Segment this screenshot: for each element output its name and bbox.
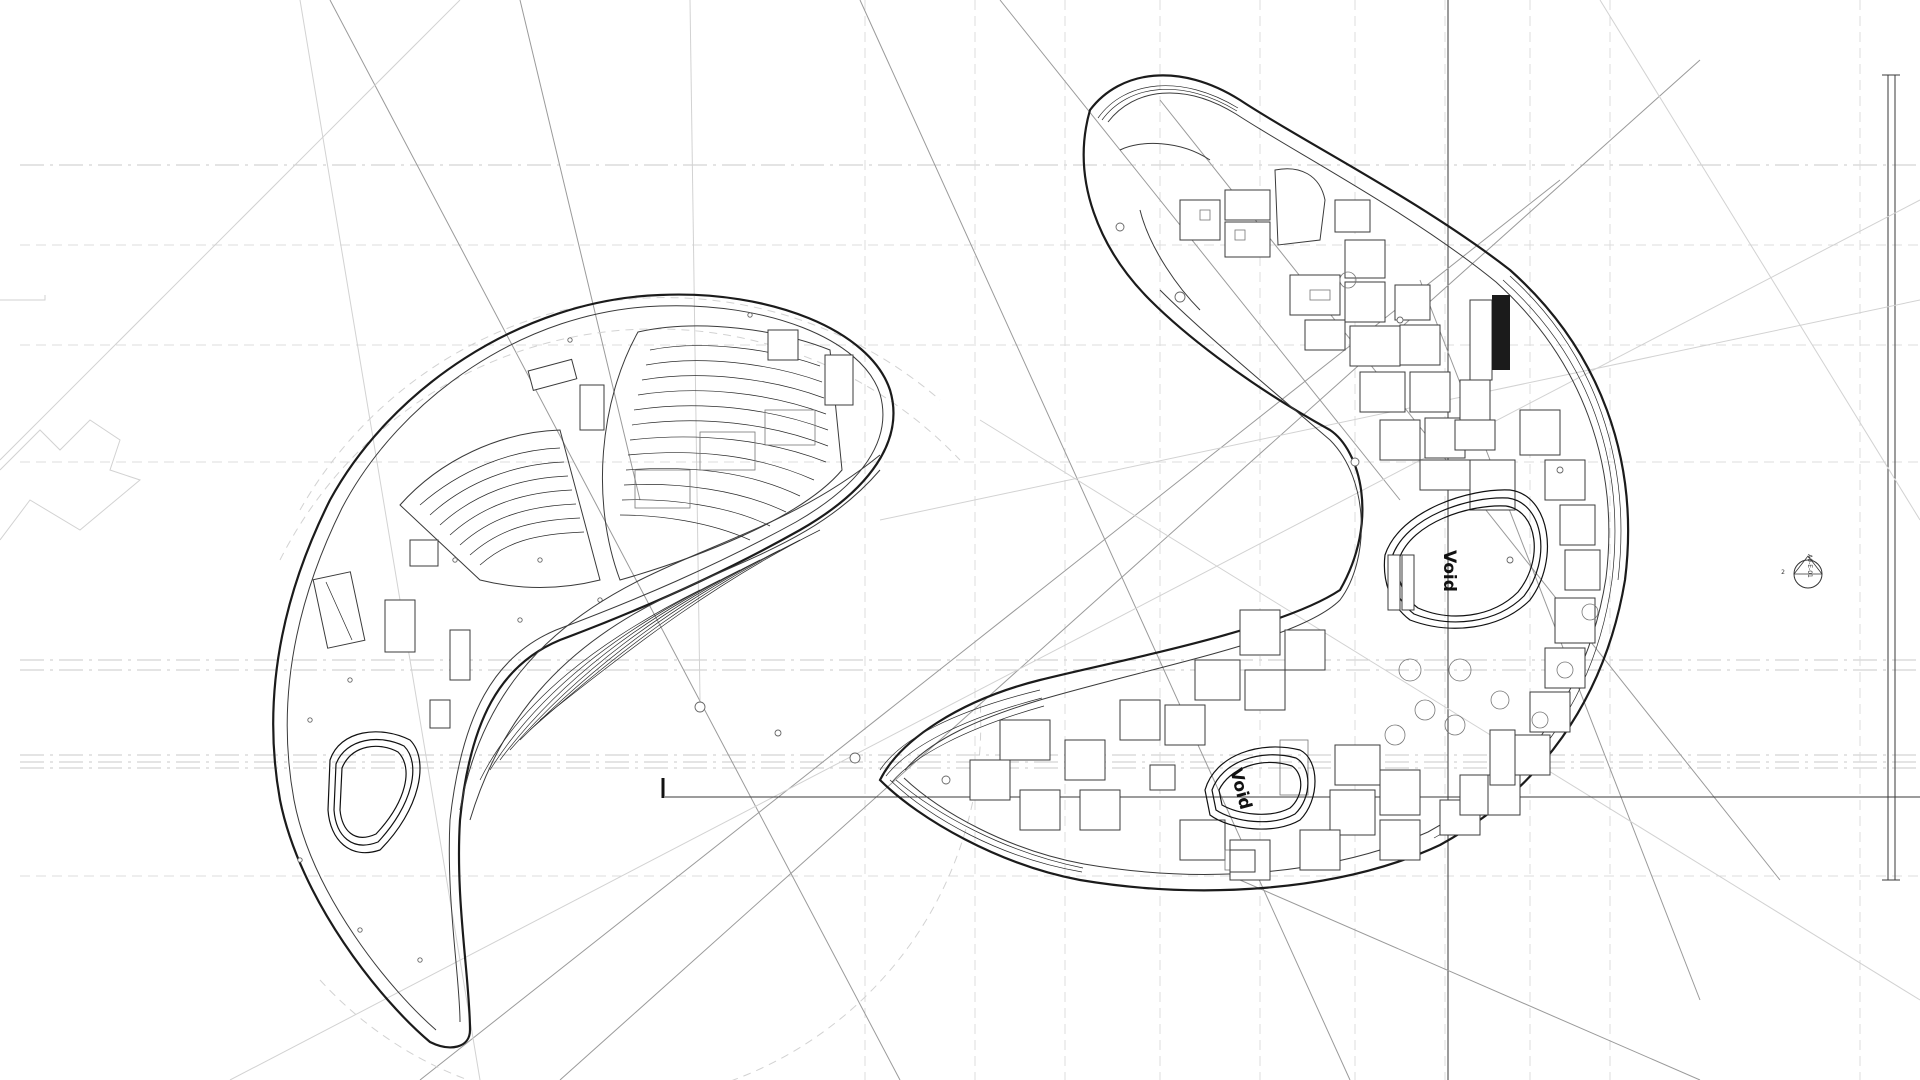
connecting-ramp — [459, 454, 881, 821]
left-wing-columns — [297, 312, 753, 963]
meeting-tables — [1384, 658, 1510, 746]
upper-void: Void — [1383, 489, 1549, 629]
section-tag-code: A0-E-01 — [1806, 554, 1813, 578]
left-wing-floorplate — [272, 293, 895, 1049]
right-wing-rooms-lower — [969, 609, 1516, 881]
right-wing-rooms-upper — [1179, 168, 1516, 511]
section-tag-number: 2 — [1781, 569, 1785, 576]
left-void — [327, 731, 421, 854]
section-marker: A0-E-01 2 — [1781, 554, 1823, 589]
right-wing-rooms-perimeter — [1439, 409, 1601, 836]
right-wing-facade — [879, 85, 1622, 873]
void-label-upper: Void — [1439, 550, 1459, 592]
right-wing-columns — [941, 222, 1564, 785]
structural-grid — [20, 0, 1920, 1080]
void-label-lower: Void — [1225, 766, 1255, 812]
lecture-hall-rows — [419, 447, 585, 566]
right-wing-floorplate: Void Void — [878, 74, 1630, 892]
auditorium-seating — [619, 345, 829, 541]
